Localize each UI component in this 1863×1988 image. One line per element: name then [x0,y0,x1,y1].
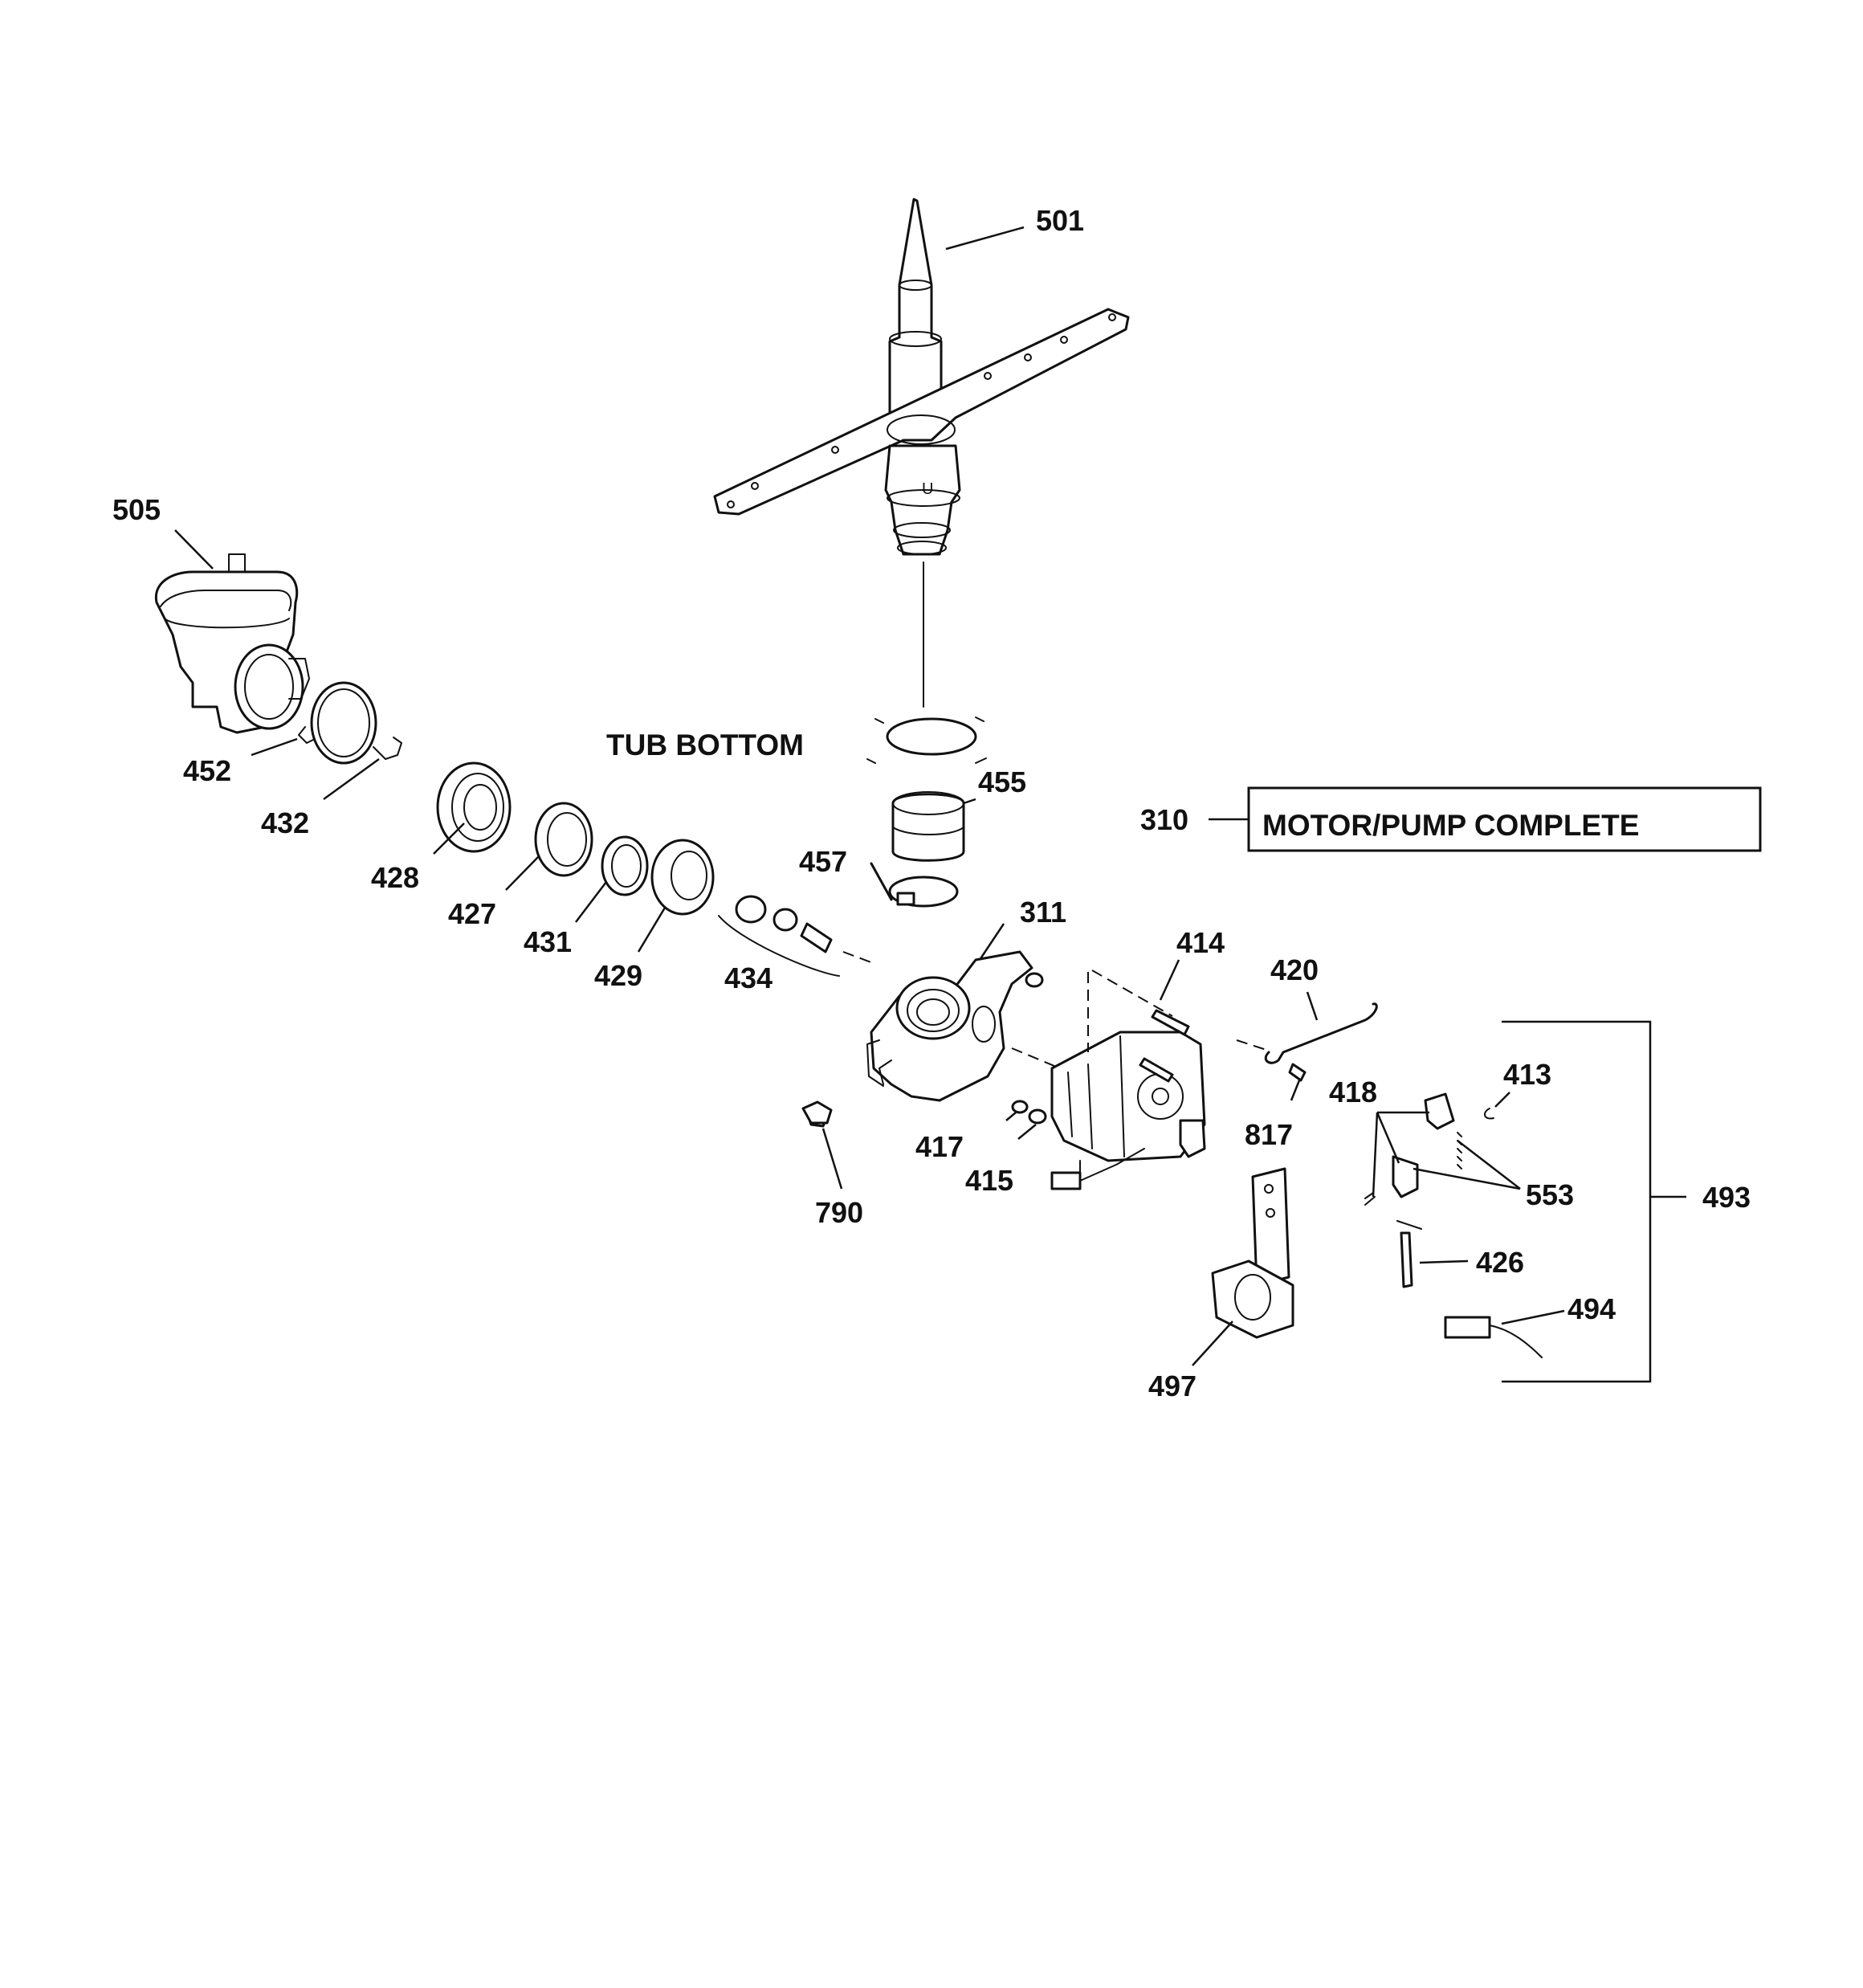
label-420: 420 [1270,953,1319,986]
label-427: 427 [448,897,496,930]
label-457: 457 [799,845,847,878]
leader-lines [174,226,1565,1366]
label-431: 431 [524,925,572,958]
label-428: 428 [371,861,419,894]
label-553: 553 [1526,1178,1574,1211]
connector [1444,1316,1543,1358]
label-501: 501 [1036,204,1084,237]
clip [801,1100,833,1125]
label-434: 434 [724,961,773,994]
label-310: 310 [1140,803,1188,836]
label-817: 817 [1245,1118,1293,1151]
label-414: 414 [1176,926,1225,959]
pin [1396,1220,1422,1288]
svg-text:U: U [922,480,933,498]
motor-pump-box [1247,786,1762,852]
label-493: 493 [1702,1181,1751,1214]
label-311: 311 [1020,896,1066,929]
latch-parts [1364,1092,1494,1206]
label-418: 418 [1329,1076,1377,1108]
label-417: 417 [915,1130,964,1163]
motor [1011,970,1206,1190]
label-452: 452 [183,754,231,787]
clamp-band [298,681,402,765]
sump-housing [154,553,310,734]
label-426: 426 [1476,1246,1524,1279]
label-413: 413 [1503,1058,1551,1091]
tub-bottom-label: TUB BOTTOM [606,729,804,761]
label-415: 415 [965,1164,1013,1197]
seal-kit [718,895,876,977]
bracket-493 [1502,1020,1652,1383]
label-497: 497 [1148,1370,1196,1402]
label-790: 790 [815,1196,863,1229]
spray-arm-assembly: U [713,198,1130,556]
label-455: 455 [978,765,1026,798]
pump-housing [866,950,1044,1102]
label-429: 429 [594,959,642,992]
solenoid [1211,1167,1294,1339]
label-432: 432 [261,806,309,839]
motor-pump-complete-label: MOTOR/PUMP COMPLETE [1262,809,1639,842]
rod [1264,1002,1378,1064]
label-494: 494 [1567,1292,1616,1325]
label-505: 505 [112,493,161,526]
tub-bottom-seal [866,716,987,908]
filter-stack [436,761,715,916]
